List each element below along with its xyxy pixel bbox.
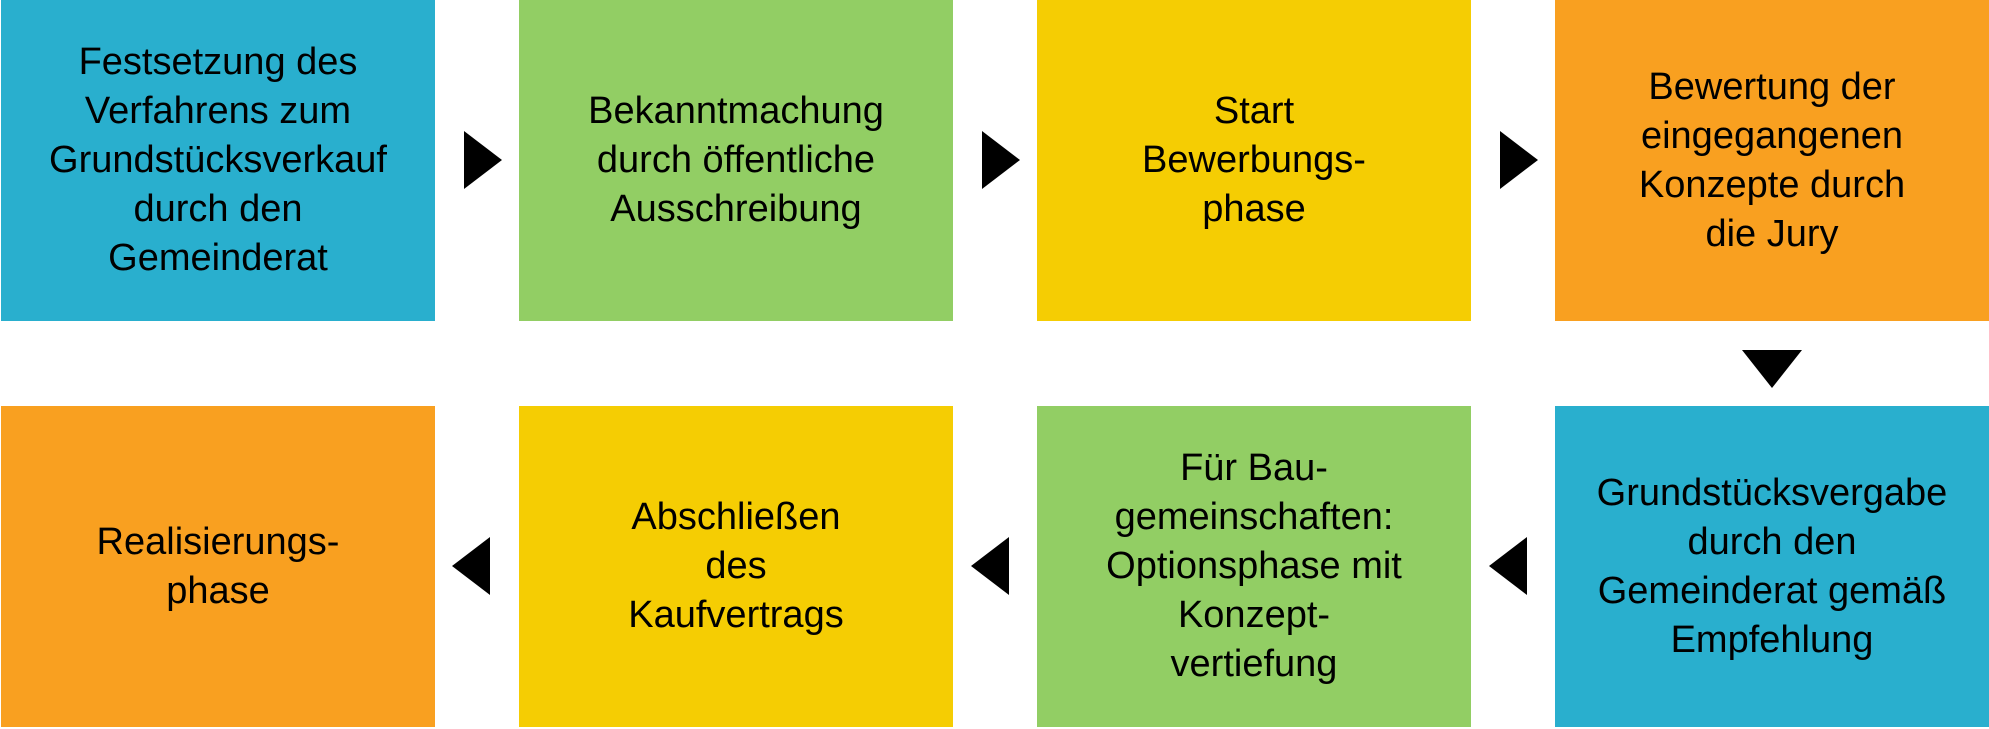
- arrow-right-icon: [1500, 131, 1538, 189]
- step-3-label: Start Bewerbungs- phase: [1142, 90, 1366, 230]
- step-4-label: Bewertung der eingegangenen Konzepte dur…: [1638, 65, 1906, 255]
- arrow-right-icon: [982, 131, 1020, 189]
- step-8-box: Realisierungs- phase: [1, 406, 435, 727]
- arrow-left-icon: [971, 537, 1009, 595]
- step-6-label: Für Bau- gemeinschaften: Optionsphase mi…: [1106, 447, 1402, 685]
- step-4-box: Bewertung der eingegangenen Konzepte dur…: [1555, 0, 1989, 321]
- step-3-box: Start Bewerbungs- phase: [1037, 0, 1471, 321]
- arrow-left-icon: [452, 537, 490, 595]
- step-2-label: Bekanntmachung durch öffentliche Ausschr…: [588, 90, 884, 230]
- step-7-label: Abschließen des Kaufvertrags: [628, 496, 844, 636]
- step-1-box: Festsetzung des Verfahrens zum Grundstüc…: [1, 0, 435, 321]
- step-5-box: Grundstücksvergabe durch den Gemeinderat…: [1555, 406, 1989, 727]
- step-8-label: Realisierungs- phase: [96, 520, 340, 612]
- arrow-right-icon: [464, 131, 502, 189]
- step-7-box: Abschließen des Kaufvertrags: [519, 406, 953, 727]
- step-6-box: Für Bau- gemeinschaften: Optionsphase mi…: [1037, 406, 1471, 727]
- arrow-left-icon: [1489, 537, 1527, 595]
- step-1-label: Festsetzung des Verfahrens zum Grundstüc…: [49, 41, 387, 279]
- arrow-down-icon: [1742, 350, 1802, 388]
- step-5-label: Grundstücksvergabe durch den Gemeinderat…: [1596, 471, 1948, 661]
- step-2-box: Bekanntmachung durch öffentliche Ausschr…: [519, 0, 953, 321]
